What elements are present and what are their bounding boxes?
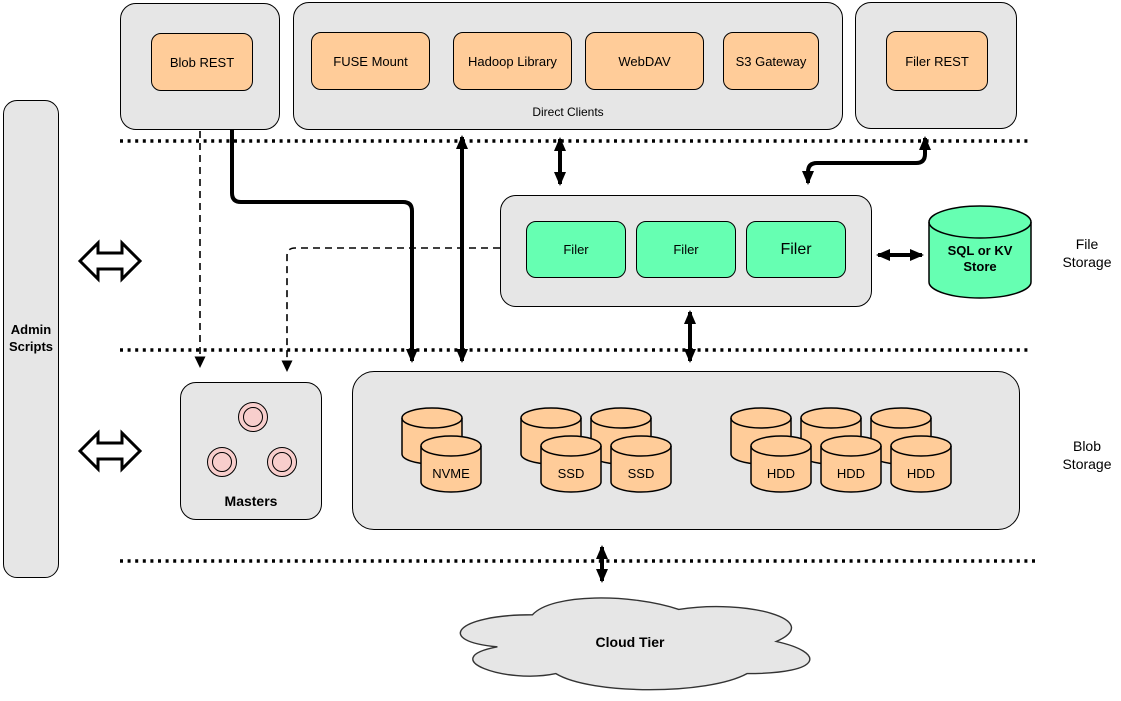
hdd-label: HDD xyxy=(836,466,866,481)
ssd-cylinder: SSD xyxy=(610,435,672,493)
direct-clients-caption: Direct Clients xyxy=(532,105,604,119)
s3-gateway-node: S3 Gateway xyxy=(723,32,819,90)
nvme-label: NVME xyxy=(432,466,470,481)
fuse-mount-node: FUSE Mount xyxy=(311,32,430,90)
sql-kv-store-label: SQL or KV Store xyxy=(947,243,1013,275)
cloud-tier: Cloud Tier xyxy=(435,588,825,695)
filer-rest-node: Filer REST xyxy=(886,31,988,91)
arrow-blobrest-to-blobstorage xyxy=(230,130,418,363)
admin-scripts-label: Admin Scripts xyxy=(8,322,54,354)
blob-rest-node: Blob REST xyxy=(151,33,253,91)
masters-label: Masters xyxy=(224,493,278,509)
master-node-icon xyxy=(207,447,237,477)
file-storage-tier-label: File Storage xyxy=(1062,236,1112,271)
hadoop-library-node: Hadoop Library xyxy=(453,32,572,90)
filer-rest-group: Filer REST xyxy=(855,2,1017,129)
dashed-arrow-filer-masters xyxy=(281,247,500,372)
master-node-icon xyxy=(238,402,268,432)
sql-kv-store-cylinder: SQL or KV Store xyxy=(928,205,1032,299)
hdd-label: HDD xyxy=(766,466,796,481)
webdav-node: WebDAV xyxy=(585,32,704,90)
filer-node-1: Filer xyxy=(526,221,626,278)
admin-blobstorage-doublearrow-icon xyxy=(77,429,143,473)
master-node-inner-icon xyxy=(242,406,263,427)
ssd-cylinder: SSD xyxy=(540,435,602,493)
hdd-cylinder: HDD xyxy=(750,435,812,493)
ssd-label: SSD xyxy=(557,466,585,481)
master-node-inner-icon xyxy=(271,451,292,472)
cylinder-icon xyxy=(928,205,1032,299)
nvme-cylinder: NVME xyxy=(420,435,482,493)
master-node-icon xyxy=(267,447,297,477)
hdd-cylinder: HDD xyxy=(820,435,882,493)
admin-scripts-box: Admin Scripts xyxy=(3,100,59,578)
cloud-icon xyxy=(459,597,811,691)
blob-rest-group: Blob REST xyxy=(120,3,280,130)
filer-node-3: Filer xyxy=(746,221,846,278)
hdd-label: HDD xyxy=(906,466,936,481)
ssd-label: SSD xyxy=(627,466,655,481)
hdd-cylinder: HDD xyxy=(890,435,952,493)
filer-cluster-group: Filer Filer Filer xyxy=(500,195,872,307)
blob-storage-tier-label: Blob Storage xyxy=(1062,438,1112,473)
admin-filestorage-doublearrow-icon xyxy=(77,239,143,283)
blob-storage-group: NVME SSD SSD HDD xyxy=(352,371,1020,530)
direct-clients-group: FUSE Mount Hadoop Library WebDAV S3 Gate… xyxy=(293,2,843,130)
masters-group: Masters xyxy=(180,382,322,520)
filer-node-2: Filer xyxy=(636,221,736,278)
cloud-tier-label: Cloud Tier xyxy=(595,633,665,650)
master-node-inner-icon xyxy=(211,451,232,472)
arrow-filerrest-filer xyxy=(802,136,931,185)
